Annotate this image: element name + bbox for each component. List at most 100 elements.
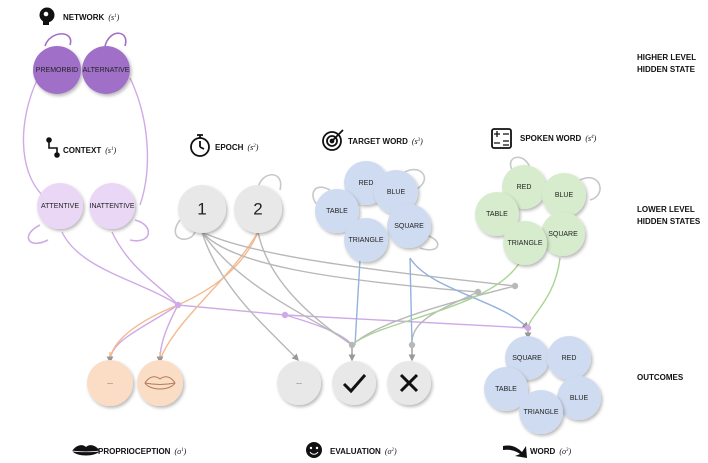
brain-icon xyxy=(39,7,55,25)
junction-dot xyxy=(474,288,482,296)
loop-inattentive xyxy=(129,219,150,242)
curved-arrow-icon xyxy=(503,445,527,458)
evaluation-label: EVALUATION(o2) xyxy=(306,442,397,458)
edge-epoch-to-prop xyxy=(109,231,259,361)
lower-level-label-2: HIDDEN STATES xyxy=(637,217,701,226)
svg-text:TRIANGLE: TRIANGLE xyxy=(507,240,542,247)
outcome-prop-dots: ... xyxy=(87,360,133,406)
word-outcome-square: SQUARE xyxy=(505,336,549,380)
edge-epoch2-to-eval xyxy=(257,231,353,346)
svg-text:RED: RED xyxy=(517,184,532,191)
context-group: CONTEXT(s1) ATTENTIVE INATTENTIVE xyxy=(37,137,135,229)
edge-epoch1-to-spoken xyxy=(201,231,479,293)
junction-dot xyxy=(524,324,532,332)
epoch-title: EPOCH(s2) xyxy=(215,143,259,152)
path-icon xyxy=(46,137,60,158)
higher-level-label-1: HIGHER LEVEL xyxy=(637,53,696,62)
svg-text:SQUARE: SQUARE xyxy=(548,231,578,238)
edge-alternative-inattentive xyxy=(129,77,149,206)
svg-text:RED: RED xyxy=(359,180,374,187)
target-word-title: TARGET WORD(s3) xyxy=(348,137,423,146)
svg-text:TABLE: TABLE xyxy=(326,208,348,215)
word-outcomes: SQUARE RED TABLE BLUE TRIANGLE xyxy=(484,336,601,434)
context-title: CONTEXT(s1) xyxy=(63,146,117,155)
smiley-icon xyxy=(306,442,322,458)
loop-target-blue xyxy=(399,168,426,191)
target-word-group: TARGET WORD(s3) RED BLUE TABLE SQUARE TR… xyxy=(315,129,431,262)
svg-text:PREMORBID: PREMORBID xyxy=(36,67,78,74)
spoken-state-table: TABLE xyxy=(475,192,519,236)
svg-text:EVALUATION(o2): EVALUATION(o2) xyxy=(330,447,397,456)
word-label: WORD(o3) xyxy=(503,445,572,458)
svg-text:BLUE: BLUE xyxy=(387,189,406,196)
target-state-square: SQUARE xyxy=(387,204,431,248)
spoken-state-triangle: TRIANGLE xyxy=(503,221,547,265)
svg-text:SQUARE: SQUARE xyxy=(512,355,542,362)
svg-text:WORD(o3): WORD(o3) xyxy=(530,447,572,456)
target-state-table: TABLE xyxy=(315,189,359,233)
edge-grey-to-check xyxy=(351,285,516,346)
loop-spoken-blue xyxy=(579,177,601,201)
spoken-state-blue: BLUE xyxy=(542,173,586,217)
state-epoch-1: 1 xyxy=(178,185,226,233)
outcome-prop-lips xyxy=(137,360,183,406)
target-state-blue: BLUE xyxy=(374,170,418,214)
state-premorbid: PREMORBID xyxy=(33,46,81,94)
loop-target-square xyxy=(419,234,439,251)
word-outcome-table: TABLE xyxy=(484,367,528,411)
proprioception-outcomes: ... xyxy=(87,360,183,406)
svg-text:ALTERNATIVE: ALTERNATIVE xyxy=(83,67,130,74)
higher-level-label-2: HIDDEN STATE xyxy=(637,65,696,74)
edge-spoken-to-check xyxy=(351,261,521,346)
loop-attentive xyxy=(27,224,49,245)
svg-text:RED: RED xyxy=(562,355,577,362)
loop-epoch-2 xyxy=(257,173,282,191)
cross-icon xyxy=(399,373,419,393)
state-attentive: ATTENTIVE xyxy=(37,183,83,229)
loop-alternative xyxy=(104,32,127,47)
edge-premorbid-attentive xyxy=(22,77,43,196)
edge-target-to-check xyxy=(354,259,361,346)
junction-dots xyxy=(174,282,532,349)
svg-text:BLUE: BLUE xyxy=(555,192,574,199)
svg-text:ATTENTIVE: ATTENTIVE xyxy=(41,203,79,210)
loop-target-table xyxy=(312,186,331,206)
edge-attentive-down xyxy=(61,231,179,306)
state-inattentive: INATTENTIVE xyxy=(89,183,135,229)
junction-dot xyxy=(408,341,416,349)
lips-icon xyxy=(72,445,100,456)
edge-purple-to-prop1 xyxy=(109,304,179,361)
word-outcome-red: RED xyxy=(547,336,591,380)
svg-text:TRIANGLE: TRIANGLE xyxy=(348,237,383,244)
svg-text:TABLE: TABLE xyxy=(495,386,517,393)
edge-epoch1-to-spoken2 xyxy=(201,231,516,287)
edge-target-to-cross xyxy=(409,257,413,346)
svg-text:INATTENTIVE: INATTENTIVE xyxy=(90,203,135,210)
loop-premorbid xyxy=(44,33,72,47)
network-group: NETWORK(s1) PREMORBID ALTERNATIVE xyxy=(33,7,130,94)
svg-text:SQUARE: SQUARE xyxy=(394,223,424,230)
svg-text:...: ... xyxy=(107,379,113,386)
word-outcome-blue: BLUE xyxy=(557,376,601,420)
spoken-word-group: SPOKEN WORD(s4) RED BLUE TABLE SQUARE TR… xyxy=(475,128,597,265)
junction-dot xyxy=(174,301,182,309)
edge-target-to-word xyxy=(409,257,529,329)
svg-text:BLUE: BLUE xyxy=(570,395,589,402)
spoken-word-title: SPOKEN WORD(s4) xyxy=(520,134,597,143)
edge-epoch1-to-dots xyxy=(201,231,299,362)
proprioception-label: PROPRIOCEPTION(o1) xyxy=(71,445,187,456)
state-alternative: ALTERNATIVE xyxy=(82,46,130,94)
network-title: NETWORK(s1) xyxy=(63,13,120,22)
spoken-state-red: RED xyxy=(502,165,546,209)
loop-spoken-red xyxy=(509,156,531,171)
math-symbols-icon xyxy=(491,128,512,149)
edge-purple-to-word xyxy=(177,304,529,329)
outcomes-label: OUTCOMES xyxy=(637,373,684,382)
spoken-state-square: SQUARE xyxy=(541,212,585,256)
junction-dot xyxy=(348,341,356,349)
outcome-eval-cross xyxy=(387,361,431,405)
target-state-triangle: TRIANGLE xyxy=(344,218,388,262)
stopwatch-icon xyxy=(190,134,210,157)
svg-text:...: ... xyxy=(296,379,302,386)
